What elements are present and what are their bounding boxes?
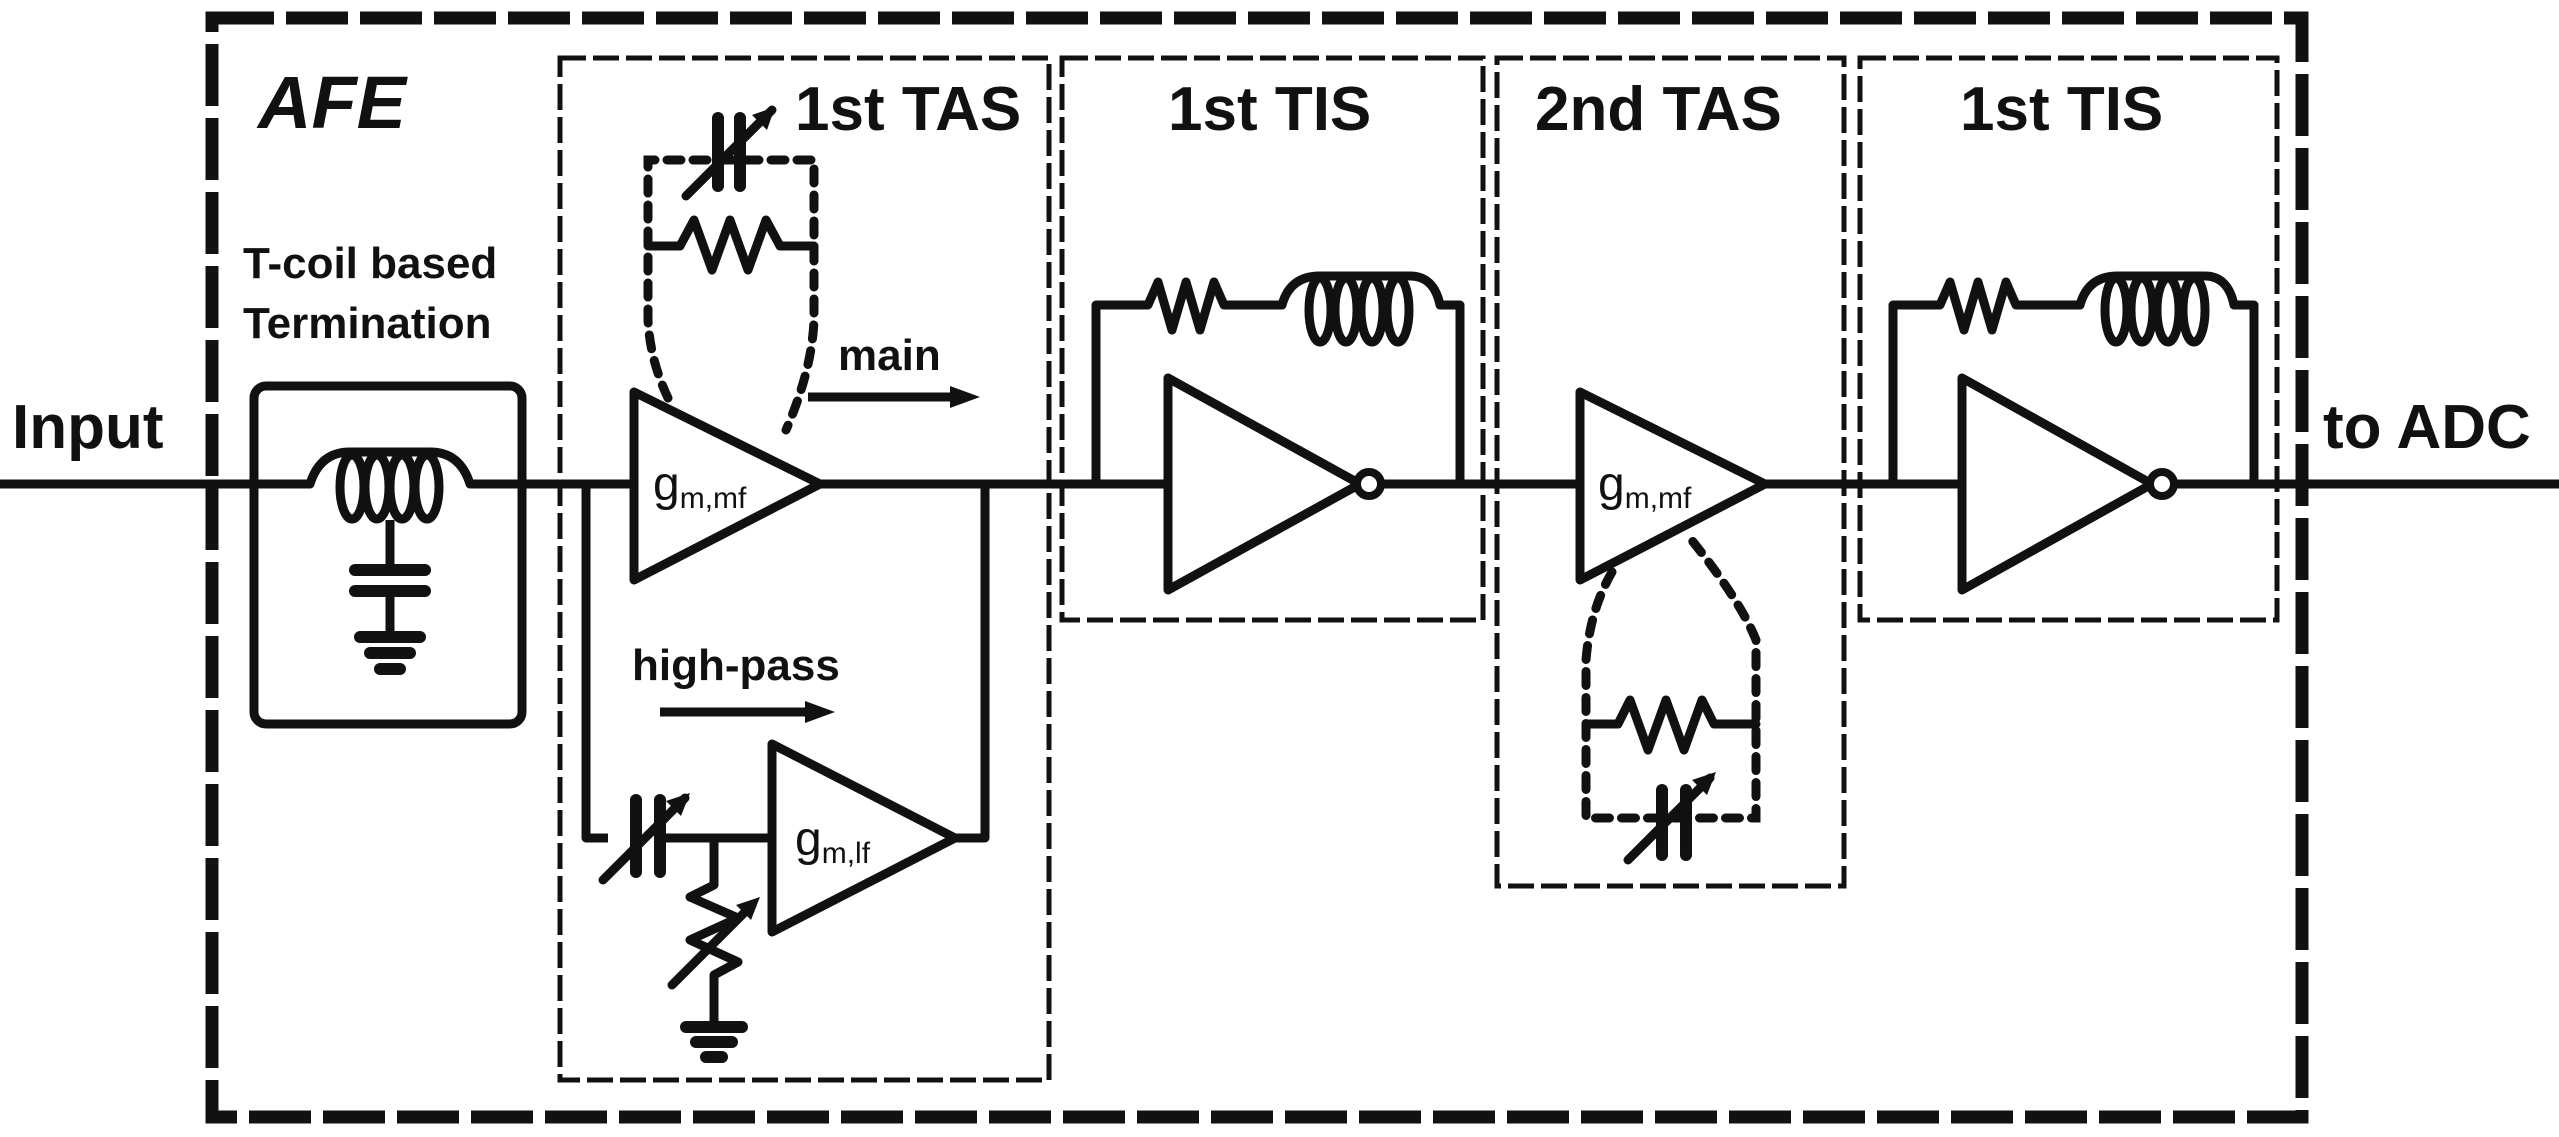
variable-resistor-icon bbox=[667, 880, 760, 990]
highpass-arrow-icon bbox=[660, 701, 835, 723]
termination-box bbox=[249, 381, 527, 729]
resistor-icon bbox=[1581, 695, 1761, 755]
tas1-dotted-link bbox=[643, 155, 819, 435]
main-path-label: main bbox=[838, 331, 941, 380]
tis1-inverter bbox=[1163, 373, 1365, 595]
tis2-label: 1st TIS bbox=[1960, 75, 2163, 144]
ground-icon bbox=[680, 1021, 748, 1063]
tas2-label: 2nd TAS bbox=[1535, 75, 1782, 144]
tis2-feedback-wire bbox=[1888, 300, 1940, 484]
tcoil-inductor-icon bbox=[305, 447, 475, 524]
resistor-icon bbox=[1143, 277, 1287, 335]
tis1-label: 1st TIS bbox=[1168, 75, 1371, 144]
tas2-box bbox=[1494, 55, 1847, 889]
tas2-block: gm,mf bbox=[1575, 387, 1770, 865]
variable-capacitor-icon bbox=[598, 793, 690, 885]
tis2-inverter bbox=[1957, 373, 2157, 595]
resistor-icon bbox=[643, 215, 819, 275]
capacitor-icon bbox=[349, 564, 431, 597]
ground-icon bbox=[354, 631, 426, 675]
termination-block: T-coil based Termination bbox=[243, 239, 527, 729]
gm-mf-label-2: gm,mf bbox=[1598, 458, 1692, 515]
tas1-box bbox=[557, 55, 1052, 1083]
variable-capacitor-icon bbox=[681, 105, 777, 201]
inverter-bubble-icon bbox=[2146, 468, 2178, 500]
termination-label-line2: Termination bbox=[243, 299, 492, 348]
termination-label-line1: T-coil based bbox=[243, 239, 497, 288]
highpass-path-label: high-pass bbox=[632, 641, 840, 690]
gm-mf-amplifier-2 bbox=[1575, 387, 1770, 585]
tis1-feedback-wire bbox=[1091, 300, 1148, 484]
input-label: Input bbox=[12, 393, 164, 462]
highpass-input-wire bbox=[581, 484, 608, 843]
inverter-bubble-icon bbox=[1353, 468, 1385, 500]
tis1-box bbox=[1059, 55, 1486, 623]
main-arrow-icon bbox=[808, 386, 980, 408]
tis2-block bbox=[1888, 271, 2259, 595]
gm-lf-amplifier bbox=[767, 739, 960, 937]
gm-mf-amplifier bbox=[629, 387, 825, 585]
afe-title: AFE bbox=[256, 61, 409, 144]
afe-outer-box bbox=[205, 11, 2309, 1124]
tis2-box bbox=[1857, 55, 2280, 623]
variable-capacitor-icon bbox=[1623, 772, 1716, 865]
tas1-label: 1st TAS bbox=[795, 75, 1021, 144]
highpass-output-wire bbox=[955, 484, 990, 843]
inductor-icon bbox=[1277, 271, 1465, 489]
tis1-block bbox=[1091, 271, 1465, 595]
gm-lf-label: gm,lf bbox=[795, 813, 871, 870]
output-label: to ADC bbox=[2323, 393, 2531, 462]
tas1-block: gm,mf main high-pass bbox=[581, 105, 990, 1063]
tas2-dotted-link bbox=[1581, 533, 1761, 823]
resistor-icon bbox=[1935, 277, 2085, 335]
inductor-icon bbox=[2075, 271, 2259, 489]
gm-mf-label: gm,mf bbox=[653, 458, 747, 515]
